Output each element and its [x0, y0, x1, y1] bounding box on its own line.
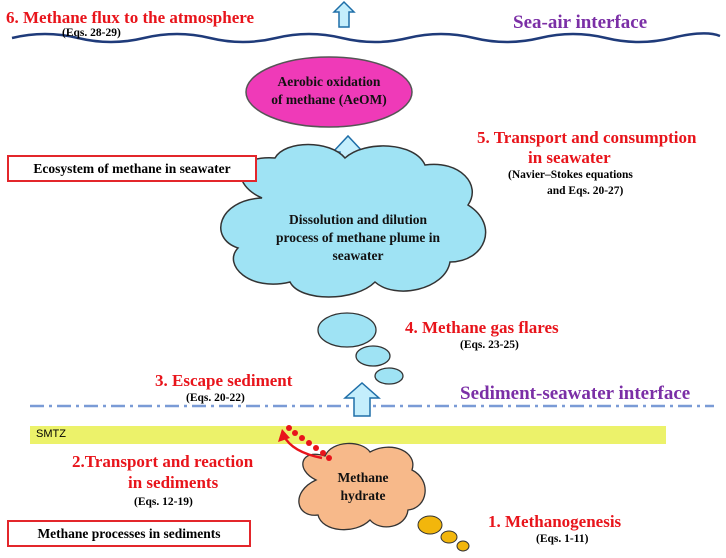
aeom-line1: Aerobic oxidation [277, 74, 381, 89]
ecosystem-box: Ecosystem of methane in seawater [7, 155, 257, 182]
smtz-band [30, 426, 666, 444]
step6-eq: (Eqs. 28-29) [62, 27, 121, 39]
step2-title-line2: in sediments [128, 473, 219, 492]
step1-eq: (Eqs. 1-11) [536, 533, 589, 545]
sea-air-label: Sea-air interface [513, 12, 648, 33]
step4-eq: (Eqs. 23-25) [460, 339, 519, 351]
step1-title: 1. Methanogenesis [488, 512, 622, 531]
hydrate-line1: Methane [337, 470, 389, 485]
flare-bubble [317, 312, 377, 348]
aeom-line2: of methane (AeOM) [271, 92, 387, 107]
step5-title-line2: in seawater [528, 148, 611, 167]
sea-surface-wave [11, 32, 721, 44]
methane-hydrate-cloud [298, 442, 426, 531]
step3-eq: (Eqs. 20-22) [186, 392, 245, 404]
methanogenesis-bubble [440, 530, 458, 544]
sediment-seawater-label: Sediment-seawater interface [460, 383, 691, 404]
processes-box: Methane processes in sediments [7, 520, 251, 547]
flare-bubble [374, 367, 404, 385]
plume-line3: seawater [332, 248, 384, 263]
smtz-label: SMTZ [36, 428, 66, 440]
step2-title-line1: 2.Transport and reaction [72, 452, 254, 471]
aeom-ellipse [245, 56, 413, 128]
step5-eq-line1: (Navier–Stokes equations [508, 169, 633, 181]
methane-plume-cloud [220, 143, 487, 298]
escape-arrow-icon [343, 381, 381, 417]
reaction-arrowhead-icon [278, 429, 290, 442]
hydrate-line2: hydrate [340, 488, 386, 503]
step5-eq-line2: and Eqs. 20-27) [547, 185, 624, 197]
step2-eq: (Eqs. 12-19) [134, 496, 193, 508]
plume-line1: Dissolution and dilution [288, 212, 428, 227]
methanogenesis-bubble [456, 540, 470, 552]
step3-title: 3. Escape sediment [155, 371, 293, 390]
plume-line2: process of methane plume in [276, 230, 440, 245]
methanogenesis-bubble [417, 515, 443, 535]
step4-title: 4. Methane gas flares [405, 318, 559, 337]
step5-title-line1: 5. Transport and consumption [477, 128, 697, 147]
step6-title: 6. Methane flux to the atmosphere [6, 8, 255, 27]
transport-dots [286, 425, 332, 461]
flare-bubble [355, 345, 391, 367]
flux-arrow-icon [332, 0, 356, 28]
